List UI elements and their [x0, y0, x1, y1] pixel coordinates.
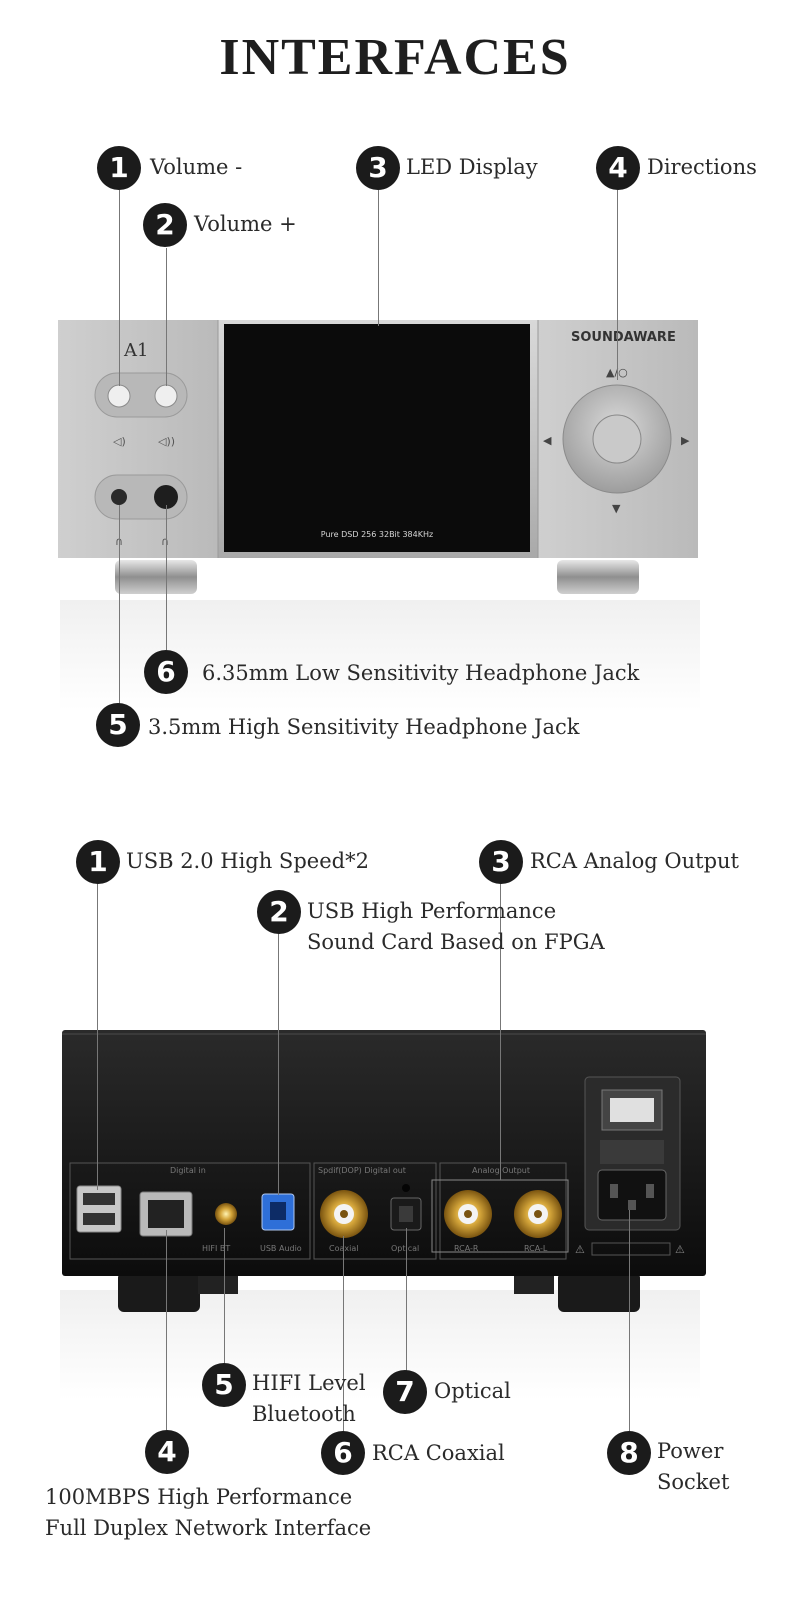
svg-text:◁): ◁) [113, 435, 126, 448]
callout-badge: 6 [321, 1431, 365, 1475]
callout-badge: 1 [97, 146, 141, 190]
page-title: INTERFACES [219, 29, 571, 86]
leader-line [166, 1230, 167, 1430]
svg-text:▶: ▶ [681, 434, 690, 447]
svg-text:⚠: ⚠ [575, 1243, 585, 1256]
callout-directions-label: Directions [647, 155, 757, 179]
panel-label-rca-r: RCA-R [454, 1244, 479, 1253]
leader-line [378, 190, 379, 326]
leader-line [500, 880, 501, 1180]
device-brand-label: SOUNDAWARE [571, 330, 676, 345]
callout-badge: 5 [96, 703, 140, 747]
panel-label-rca-l: RCA-L [524, 1244, 548, 1253]
callout-usb-soundcard-label-line1: USB High Performance [307, 899, 557, 923]
leader-line [97, 880, 98, 1190]
callout-badge: 3 [356, 146, 400, 190]
callout-volume-down-label: Volume - [150, 155, 243, 179]
panel-label-usb-audio: USB Audio [260, 1244, 302, 1253]
callout-power-socket-label-line2: Socket [657, 1470, 730, 1494]
panel-label-optical: Optical [391, 1244, 419, 1253]
callout-power-socket-label-line1: Power [657, 1439, 724, 1463]
leader-line [119, 505, 120, 705]
svg-text:⚠: ⚠ [675, 1243, 685, 1256]
callout-led-display-label: LED Display [406, 155, 538, 179]
callout-network-label-line2: Full Duplex Network Interface [45, 1516, 372, 1540]
callout-bluetooth-label-line2: Bluetooth [252, 1402, 356, 1426]
svg-text:◁)): ◁)) [158, 435, 175, 448]
callout-badge: 3 [479, 840, 523, 884]
callout-35mm-jack-label: 3.5mm High Sensitivity Headphone Jack [148, 715, 580, 739]
svg-text:▼: ▼ [612, 502, 621, 515]
callout-optical-label: Optical [434, 1379, 511, 1403]
callout-bluetooth-label-line1: HIFI Level [252, 1371, 366, 1395]
callout-badge: 1 [76, 840, 120, 884]
leader-line [406, 1228, 407, 1372]
led-screen-text: Pure DSD 256 32Bit 384KHz [320, 530, 434, 539]
leader-line [278, 930, 279, 1195]
svg-text:∩: ∩ [161, 535, 169, 548]
callout-volume-up-label: Volume + [194, 212, 297, 236]
callout-usb20-label: USB 2.0 High Speed*2 [126, 849, 369, 873]
device-model-label: A1 [124, 340, 149, 361]
callout-badge: 7 [383, 1370, 427, 1414]
panel-label-spdif: Spdif(DOP) Digital out [318, 1166, 406, 1175]
svg-text:◀: ◀ [543, 434, 552, 447]
callout-badge: 5 [202, 1363, 246, 1407]
leader-line [119, 190, 120, 386]
leader-line [617, 190, 618, 380]
callout-network-label-line1: 100MBPS High Performance [45, 1485, 353, 1509]
callout-badge: 2 [143, 203, 187, 247]
callout-badge: 4 [145, 1430, 189, 1474]
callout-badge: 4 [596, 146, 640, 190]
callout-usb-soundcard-label-line2: Sound Card Based on FPGA [307, 930, 605, 954]
svg-text:▲/○: ▲/○ [606, 366, 628, 379]
panel-label-hifi-bt: HIFI BT [202, 1244, 231, 1253]
callout-badge: 2 [257, 890, 301, 934]
leader-line [166, 248, 167, 386]
callout-badge: 6 [144, 650, 188, 694]
leader-line [166, 505, 167, 650]
leader-line [343, 1236, 344, 1432]
callout-rca-analog-label: RCA Analog Output [530, 849, 739, 873]
leader-line [629, 1210, 630, 1432]
leader-line [224, 1228, 225, 1368]
callout-rca-coaxial-label: RCA Coaxial [372, 1441, 505, 1465]
callout-635mm-jack-label: 6.35mm Low Sensitivity Headphone Jack [202, 661, 640, 685]
callout-badge: 8 [607, 1431, 651, 1475]
panel-label-digital-in: Digital in [170, 1166, 206, 1175]
